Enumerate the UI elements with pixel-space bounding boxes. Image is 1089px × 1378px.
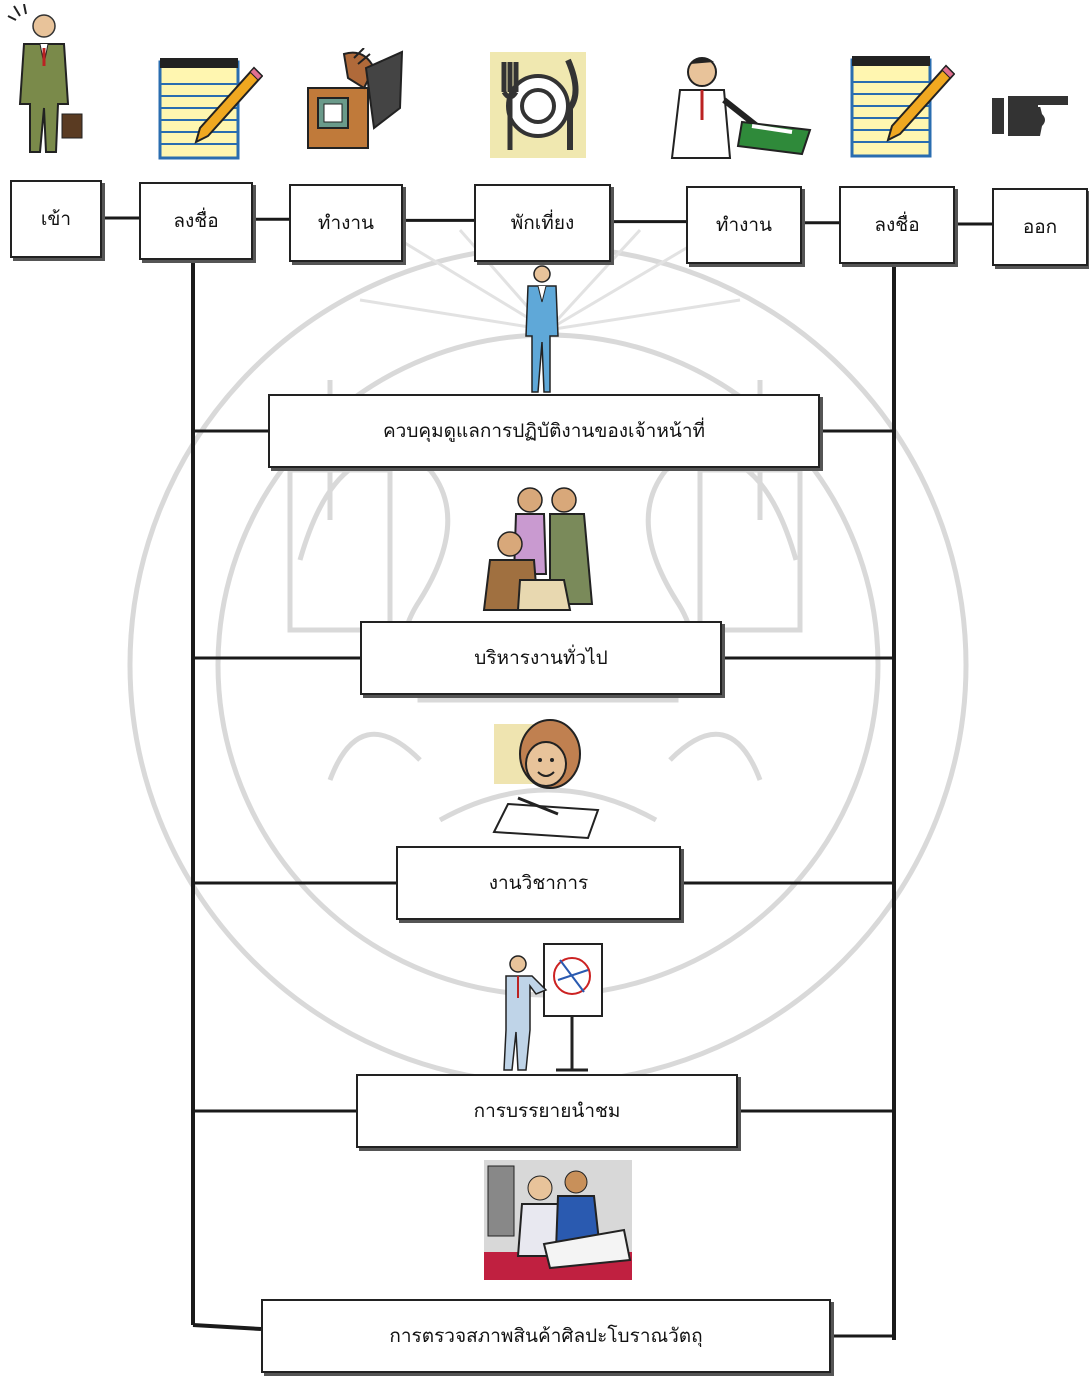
duty-box-0-label: ควบคุมดูแลการปฏิบัติงานของเจ้าหน้าที่: [382, 420, 706, 442]
duty-box-3: การบรรยายนำชม: [356, 1074, 738, 1148]
duty-box-1-label: บริหารงานทั่วไป: [474, 647, 608, 669]
plate-cutlery-icon: [490, 52, 586, 162]
step-box-2: ทำงาน: [289, 184, 403, 262]
step-box-0: เข้า: [10, 180, 102, 258]
step-box-5: ลงชื่อ: [839, 186, 955, 264]
step-box-0-label: เข้า: [40, 208, 72, 230]
inspection-icon: [484, 1160, 632, 1284]
duty-box-4-label: การตรวจสภาพสินค้าศิลปะโบราณวัตถุ: [389, 1325, 703, 1347]
notepad-pencil-icon: [850, 54, 956, 163]
duty-box-1: บริหารงานทั่วไป: [360, 621, 722, 695]
writing-man-icon: [652, 50, 812, 164]
duty-box-2-label: งานวิชาการ: [488, 872, 589, 894]
step-box-3: พักเที่ยง: [474, 184, 611, 262]
step-box-3-label: พักเที่ยง: [510, 212, 575, 234]
step-box-2-label: ทำงาน: [317, 212, 375, 234]
step-box-6-label: ออก: [1022, 216, 1058, 238]
duty-box-2: งานวิชาการ: [396, 846, 681, 920]
notepad-pencil-icon: [158, 56, 264, 165]
duty-box-3-label: การบรรยายนำชม: [473, 1100, 621, 1122]
step-box-1-label: ลงชื่อ: [173, 210, 219, 232]
supervisor-icon: [516, 262, 566, 398]
step-box-5-label: ลงชื่อ: [874, 214, 920, 236]
desk-worker-icon: [304, 47, 404, 157]
step-box-6: ออก: [992, 188, 1088, 266]
meeting-icon: [480, 484, 610, 618]
pointing-hand-icon: [990, 86, 1070, 145]
step-box-1: ลงชื่อ: [139, 182, 253, 260]
duty-box-4: การตรวจสภาพสินค้าศิลปะโบราณวัตถุ: [261, 1299, 831, 1373]
step-box-4: ทำงาน: [686, 186, 802, 264]
duty-box-0: ควบคุมดูแลการปฏิบัติงานของเจ้าหน้าที่: [268, 394, 820, 468]
academic-worker-icon: [488, 714, 608, 848]
presenter-icon: [496, 940, 606, 1079]
connector-line-8: [192, 1323, 262, 1331]
businessman-icon: [6, 3, 86, 158]
step-box-4-label: ทำงาน: [715, 214, 773, 236]
